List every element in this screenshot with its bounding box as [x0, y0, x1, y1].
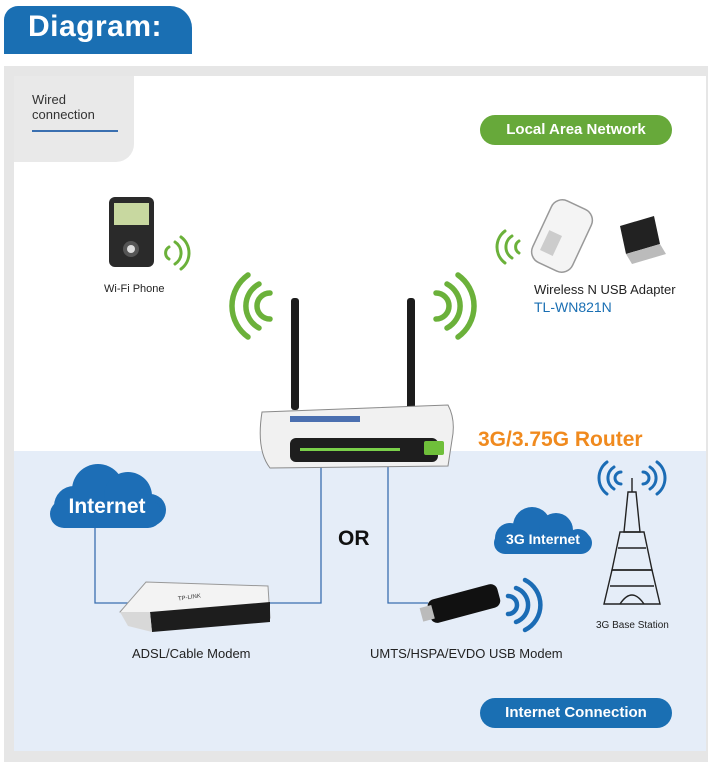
modem-label: ADSL/Cable Modem	[132, 646, 251, 661]
lan-zone-label: Local Area Network	[480, 115, 672, 145]
base-station-signal-icon	[597, 460, 667, 496]
usb-modem-icon	[419, 584, 501, 623]
wifi-phone-icon	[109, 197, 154, 267]
base-station-label: 3G Base Station	[596, 620, 669, 631]
router-label: 3G/3.75G Router	[478, 428, 643, 451]
router-usbmodem-link	[387, 466, 428, 604]
legend-wired-line	[32, 130, 118, 132]
router-icon	[259, 298, 454, 469]
usb-adapter-icon	[530, 199, 594, 273]
laptop-icon	[620, 216, 666, 264]
internet-cloud-label: Internet	[68, 495, 146, 518]
wifi-phone-label: Wi-Fi Phone	[104, 283, 165, 295]
adapter-signal-icon	[495, 229, 521, 265]
usb-adapter-model: TL-WN821N	[534, 299, 612, 315]
legend-wired-label: Wired connection	[32, 92, 95, 122]
modem-router-link	[270, 466, 322, 604]
3g-internet-label: 3G Internet	[506, 531, 580, 547]
internet-modem-link	[94, 525, 128, 604]
router-right-signal-icon	[433, 272, 477, 340]
wifi-phone-signal-icon	[164, 235, 191, 271]
adsl-modem-icon	[119, 581, 271, 632]
legend-box	[14, 76, 134, 162]
base-station-tower-icon	[603, 478, 661, 605]
internet-cloud-icon	[50, 464, 166, 528]
usb-modem-label: UMTS/HSPA/EVDO USB Modem	[370, 646, 563, 661]
usb-adapter-label: Wireless N USB Adapter	[534, 282, 676, 297]
usb-modem-signal-icon	[505, 577, 543, 633]
internet-zone-label: Internet Connection	[480, 698, 672, 728]
wired-links	[94, 466, 428, 604]
diagram-title: Diagram:	[28, 10, 163, 43]
header-tab	[4, 6, 192, 54]
3g-internet-cloud-icon	[494, 507, 592, 554]
router-left-signal-icon	[229, 272, 273, 340]
or-label: OR	[338, 527, 370, 550]
